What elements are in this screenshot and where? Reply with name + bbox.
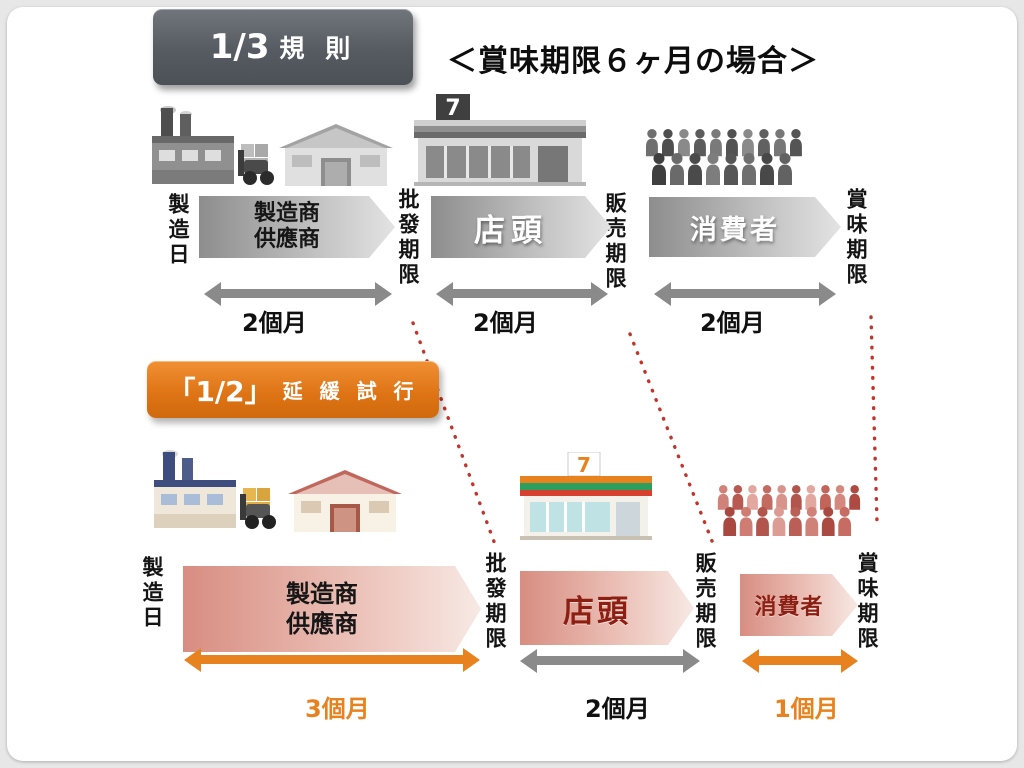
duration-arrow-bottom-store xyxy=(520,649,700,673)
duration-arrow-bottom-supplier xyxy=(184,648,480,672)
stage-arrow-top-consumer: 消費者 xyxy=(649,197,841,257)
stage-arrow-top-store: 店頭 xyxy=(431,196,611,258)
one-third-rule-badge: 1/3 規 則 xyxy=(153,9,413,85)
svg-text:7: 7 xyxy=(445,96,460,121)
stage-arrow-bottom-store: 店頭 xyxy=(520,571,694,645)
seven-eleven-store-icon-top: 7 xyxy=(414,94,586,190)
stage-bottom-supplier-line2: 供應商 xyxy=(286,610,358,638)
milestone-top-best-before: 賞味期限 xyxy=(844,188,868,288)
rule-fraction-label: 1/3 xyxy=(209,27,270,67)
duration-label-bottom-store: 2個月 xyxy=(575,688,660,725)
duration-label-bottom-consumer: 1個月 xyxy=(764,688,849,725)
stage-arrow-top-supplier: 製造商 供應商 xyxy=(199,196,395,258)
seven-eleven-store-icon-bottom: 7 xyxy=(520,451,652,544)
trial-text-label: 延 緩 試 行 xyxy=(282,379,419,403)
duration-label-top-consumer: 2個月 xyxy=(690,302,775,339)
duration-arrow-top-consumer xyxy=(654,282,836,306)
page-title: ＜賞味期限６ヶ月の場合＞ xyxy=(447,44,819,79)
warehouse-icon-top xyxy=(277,122,395,192)
duration-arrow-top-store xyxy=(436,282,608,306)
warehouse-icon-bottom xyxy=(286,468,404,538)
stage-arrow-bottom-consumer: 消費者 xyxy=(740,574,858,636)
one-half-trial-badge: 「1/2」 延 緩 試 行 xyxy=(147,361,439,418)
stage-top-supplier-line1: 製造商 xyxy=(253,200,320,226)
stage-bottom-consumer-label: 消費者 xyxy=(754,595,824,620)
stage-top-supplier-line2: 供應商 xyxy=(253,227,320,252)
factory-icon-bottom xyxy=(146,448,286,538)
trial-fraction-label: 「1/2」 xyxy=(167,374,273,408)
milestone-top-sale-deadline: 販売期限 xyxy=(603,192,627,292)
milestone-bottom-sale-deadline: 販売期限 xyxy=(693,552,717,652)
crowd-icon-top xyxy=(644,126,804,192)
svg-text:7: 7 xyxy=(577,453,591,477)
milestone-bottom-manufacture-date: 製造日 xyxy=(140,556,164,631)
duration-arrow-bottom-consumer xyxy=(742,649,858,673)
duration-label-top-supplier: 2個月 xyxy=(232,302,317,339)
duration-arrow-top-supplier xyxy=(204,282,392,306)
milestone-top-manufacture-date: 製造日 xyxy=(166,193,190,268)
factory-icon-top xyxy=(146,104,282,192)
stage-arrow-bottom-supplier: 製造商 供應商 xyxy=(183,566,481,652)
milestone-top-wholesale-deadline: 批發期限 xyxy=(396,188,420,288)
duration-label-top-store: 2個月 xyxy=(463,302,548,339)
stage-bottom-store-label: 店頭 xyxy=(563,593,631,630)
stage-bottom-supplier-line1: 製造商 xyxy=(286,580,358,608)
crowd-icon-bottom xyxy=(716,482,862,543)
milestone-bottom-wholesale-deadline: 批發期限 xyxy=(483,552,507,652)
milestone-bottom-best-before: 賞味期限 xyxy=(855,552,879,652)
duration-label-bottom-supplier: 3個月 xyxy=(295,688,380,725)
stage-top-store-label: 店頭 xyxy=(474,212,548,249)
rule-text-label: 規 則 xyxy=(279,34,357,63)
stage-top-consumer-label: 消費者 xyxy=(690,214,780,246)
